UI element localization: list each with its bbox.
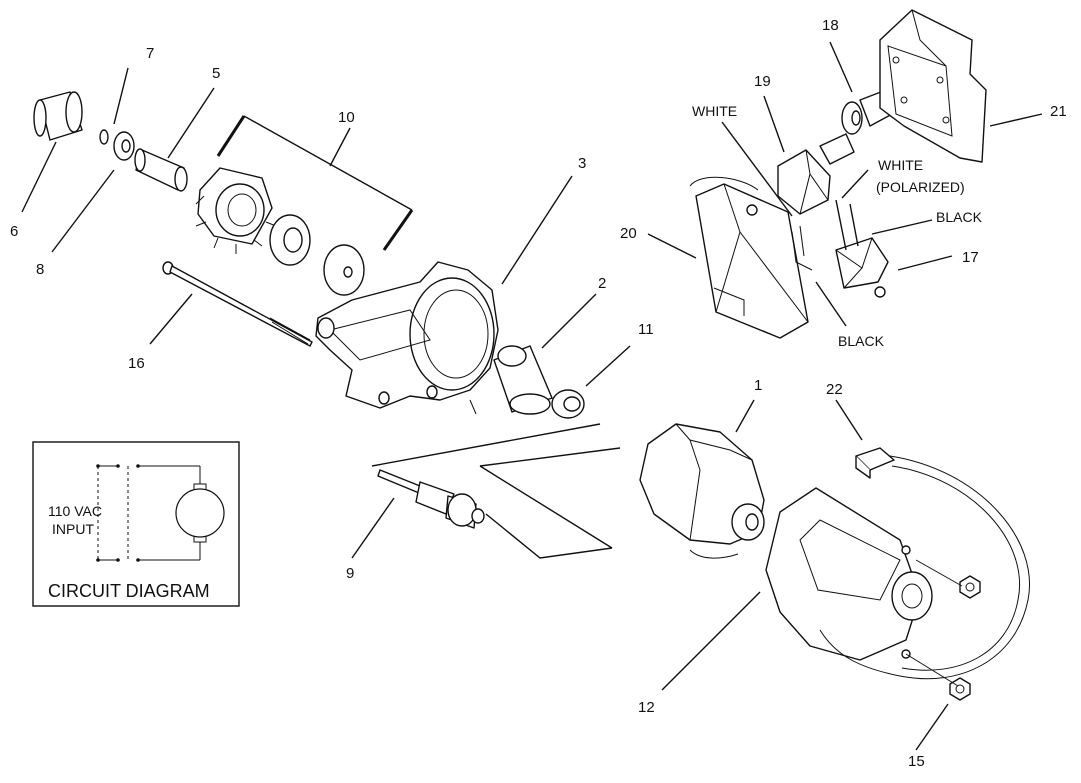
label-white-polarized-2: (POLARIZED) [876, 179, 965, 195]
callout-9: 9 [346, 565, 354, 582]
part-7-ring [99, 129, 109, 145]
label-white-polarized-1: WHITE [878, 157, 923, 173]
part-21-cover [879, 9, 987, 163]
callout-22: 22 [826, 381, 843, 398]
part-11-bushing [551, 389, 585, 419]
part-22-connector [855, 447, 895, 479]
callout-20: 20 [620, 225, 637, 242]
callout-15: 15 [908, 753, 925, 770]
callout-6: 6 [10, 223, 18, 240]
callout-16: 16 [128, 355, 145, 372]
part-2-seal [493, 345, 553, 415]
part-9-shaft [371, 423, 621, 559]
callout-3: 3 [578, 155, 586, 172]
part-10-impeller [195, 167, 277, 254]
callout-8: 8 [36, 261, 44, 278]
part-19-terminal [777, 133, 855, 215]
part-10-washer [269, 214, 311, 266]
part-16-bolt [162, 261, 313, 347]
callout-11: 11 [638, 321, 654, 338]
callout-1: 1 [754, 377, 762, 394]
circuit-diagram-box [32, 441, 240, 607]
callout-21: 21 [1050, 103, 1067, 120]
label-black-lower: BLACK [838, 333, 885, 349]
callout-12: 12 [638, 699, 655, 716]
part-10-bracket [216, 115, 414, 251]
part-12-motor [765, 455, 1030, 680]
circuit-input-line1: 110 VAC [48, 503, 102, 519]
label-black-upper: BLACK [936, 209, 983, 225]
callout-7: 7 [146, 45, 154, 62]
part-3-housing [315, 261, 499, 415]
part-17-plug [791, 199, 889, 298]
part-6-sleeve [33, 91, 83, 141]
callout-2: 2 [598, 275, 606, 292]
part-15-nut-upper [959, 575, 981, 599]
circuit-caption: CIRCUIT DIAGRAM [48, 581, 210, 601]
part-8-bearing [113, 131, 135, 161]
leader-lines [21, 41, 1043, 751]
callout-19: 19 [754, 73, 771, 90]
callout-18: 18 [822, 17, 839, 34]
part-5-tube [134, 148, 188, 192]
callout-10: 10 [338, 109, 355, 126]
label-white: WHITE [692, 103, 737, 119]
circuit-input-line2: INPUT [52, 521, 94, 537]
part-15-nut-lower [949, 677, 971, 701]
part-20-switch [689, 176, 809, 339]
part-1-gearcase [639, 423, 765, 559]
part-10-disc [323, 244, 365, 296]
callout-17: 17 [962, 249, 979, 266]
callout-5: 5 [212, 65, 220, 82]
